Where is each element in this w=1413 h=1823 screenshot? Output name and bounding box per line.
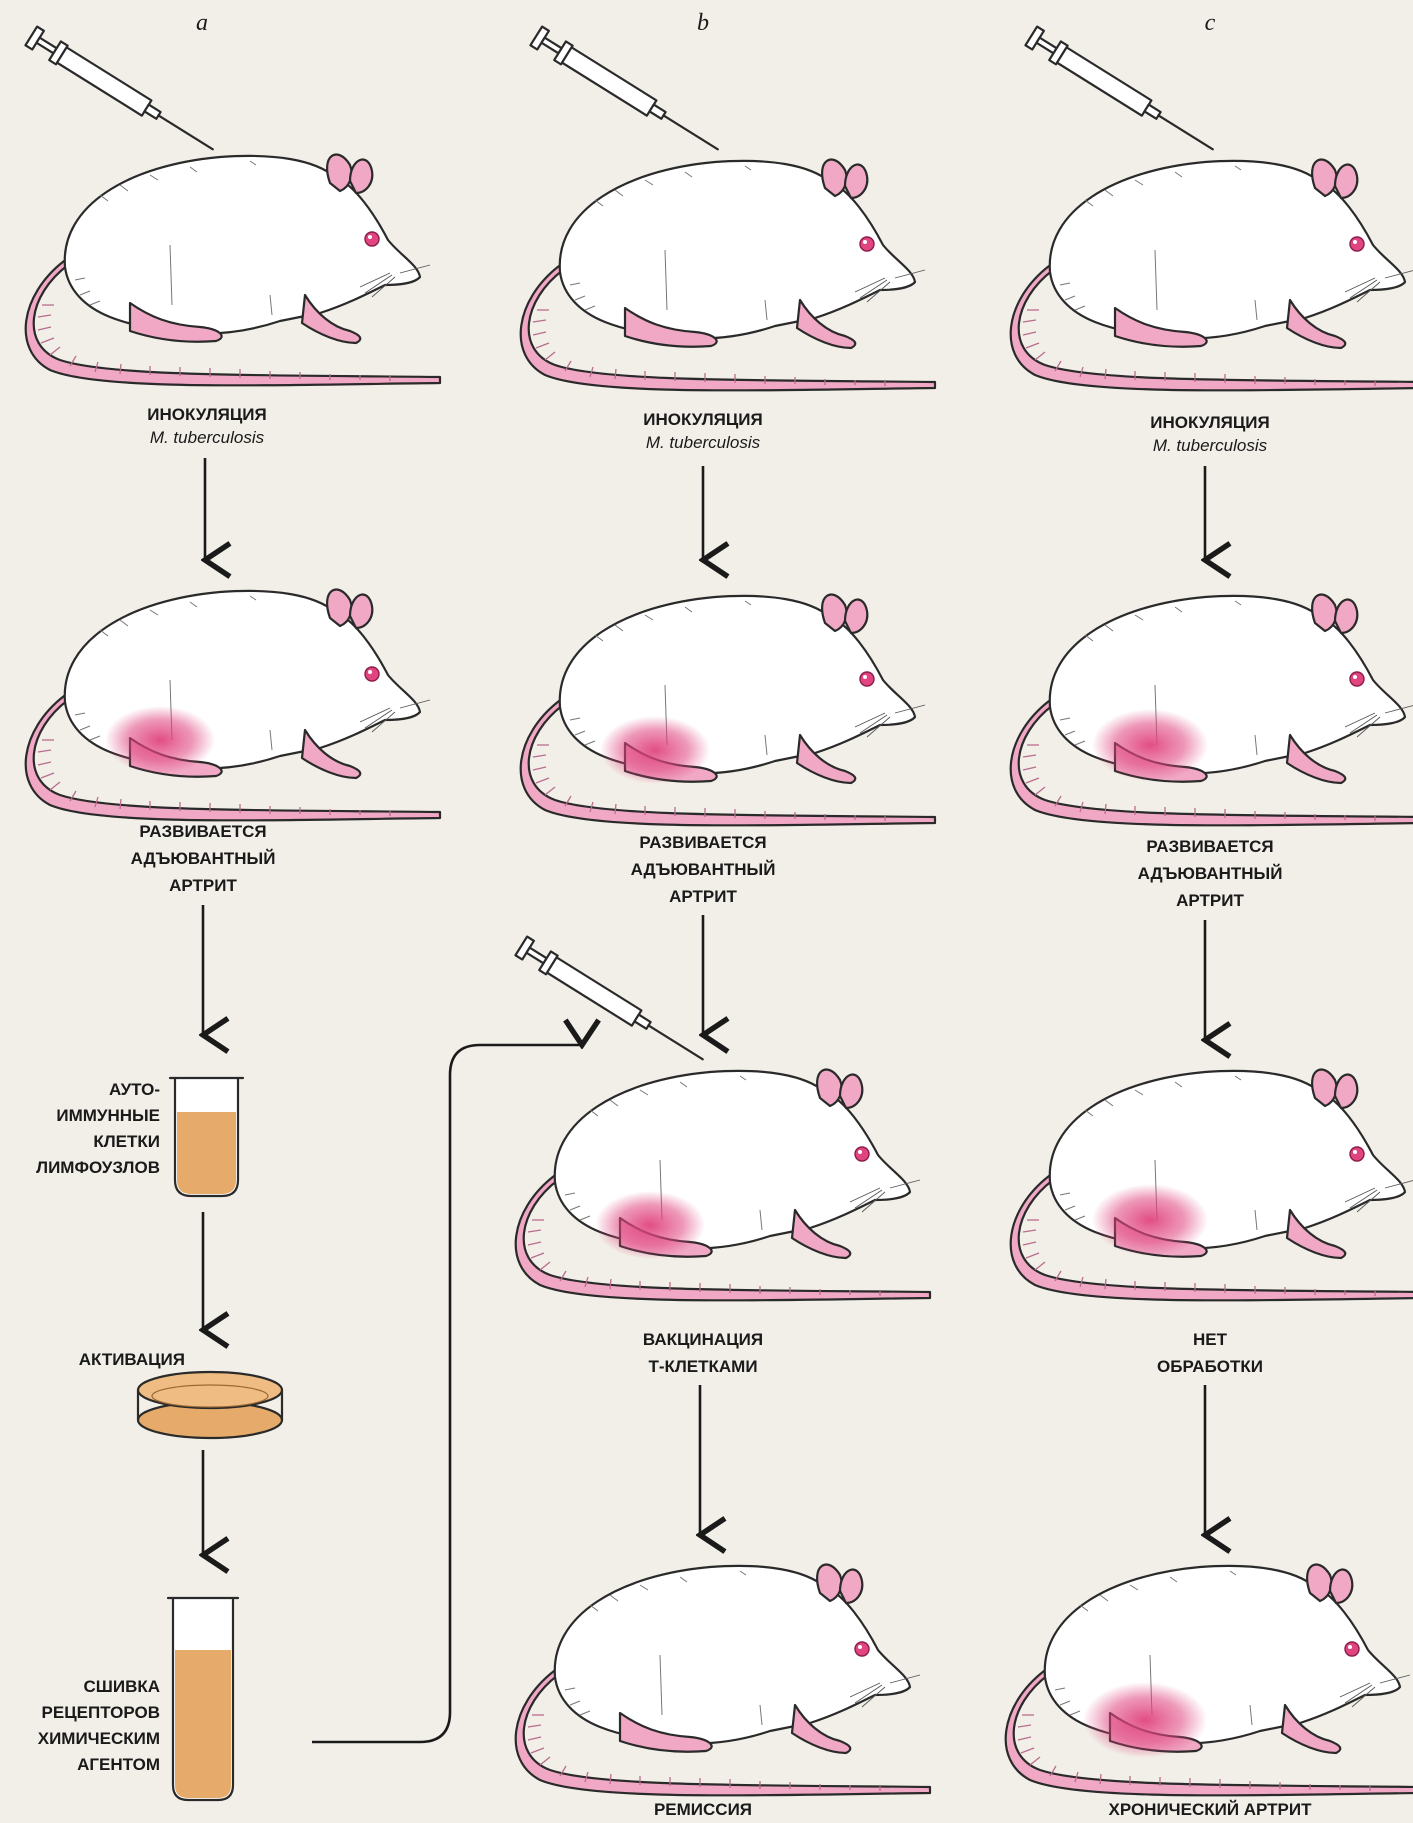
rat-healthy-c xyxy=(1011,160,1413,391)
label-cells-1: АУТО- xyxy=(109,1080,160,1099)
rat-remission-b xyxy=(516,1565,930,1796)
label-species-b: M. tuberculosis xyxy=(646,433,761,452)
label-vaccination-2: Т-КЛЕТКАМИ xyxy=(648,1357,757,1376)
syringe-icon xyxy=(25,27,218,159)
rat-chronic-c xyxy=(1006,1565,1413,1796)
syringe-icon-vaccination xyxy=(515,937,708,1069)
label-arthritis-c-2: АДЪЮВАНТНЫЙ xyxy=(1138,864,1283,883)
label-vaccination-1: ВАКЦИНАЦИЯ xyxy=(643,1330,763,1349)
label-no-treatment-2: ОБРАБОТКИ xyxy=(1157,1357,1263,1376)
label-inoculation-b: ИНОКУЛЯЦИЯ xyxy=(643,410,762,429)
label-remission: РЕМИССИЯ xyxy=(654,1800,752,1819)
syringe-icon-c xyxy=(1025,27,1218,159)
panel-label-a: a xyxy=(196,10,208,36)
label-inoculation-a: ИНОКУЛЯЦИЯ xyxy=(147,405,266,424)
panel-label-b: b xyxy=(697,10,709,36)
rat-healthy-a xyxy=(26,155,440,386)
inflammation-b2 xyxy=(595,1191,705,1259)
label-inoculation-c: ИНОКУЛЯЦИЯ xyxy=(1150,413,1269,432)
petri-dish-icon xyxy=(138,1372,282,1438)
label-arthritis-b-2: АДЪЮВАНТНЫЙ xyxy=(631,860,776,879)
rat-untreated-c xyxy=(1011,1070,1413,1301)
label-arthritis-a-3: АРТРИТ xyxy=(169,876,237,895)
test-tube-icon xyxy=(168,1598,238,1800)
rat-arthritis-b xyxy=(521,595,935,826)
label-arthritis-c-1: РАЗВИВАЕТСЯ xyxy=(1146,837,1273,856)
label-cells-2: ИММУННЫЕ xyxy=(56,1106,160,1125)
panel-label-c: c xyxy=(1205,10,1216,36)
label-species-a: M. tuberculosis xyxy=(150,428,265,447)
label-arthritis-b-3: АРТРИТ xyxy=(669,887,737,906)
syringe-icon-b xyxy=(530,27,723,159)
label-arthritis-a-2: АДЪЮВАНТНЫЙ xyxy=(131,849,276,868)
inflammation-c2 xyxy=(1092,1184,1208,1256)
label-crosslink-4: АГЕНТОМ xyxy=(77,1755,160,1774)
label-cells-4: ЛИМФОУЗЛОВ xyxy=(36,1158,160,1177)
rat-vaccinated-b xyxy=(516,1070,930,1301)
arrow-transfer xyxy=(312,1045,582,1742)
label-no-treatment-1: НЕТ xyxy=(1193,1330,1228,1349)
rat-healthy-b xyxy=(521,160,935,391)
inflammation-a xyxy=(105,706,215,774)
label-chronic: ХРОНИЧЕСКИЙ АРТРИТ xyxy=(1109,1800,1313,1819)
beaker-icon xyxy=(170,1078,243,1196)
label-activation: АКТИВАЦИЯ xyxy=(79,1350,185,1369)
inflammation-c xyxy=(1092,709,1208,781)
inflammation-c3 xyxy=(1083,1682,1207,1758)
label-cells-3: КЛЕТКИ xyxy=(93,1132,160,1151)
inflammation-b xyxy=(600,716,710,784)
rat-arthritis-c xyxy=(1011,595,1413,826)
label-crosslink-3: ХИМИЧЕСКИМ xyxy=(38,1729,160,1748)
label-arthritis-a-1: РАЗВИВАЕТСЯ xyxy=(139,822,266,841)
label-crosslink-2: РЕЦЕПТОРОВ xyxy=(42,1703,160,1722)
label-crosslink-1: СШИВКА xyxy=(83,1677,160,1696)
rat-arthritis-a xyxy=(26,590,440,821)
label-arthritis-b-1: РАЗВИВАЕТСЯ xyxy=(639,833,766,852)
label-species-c: M. tuberculosis xyxy=(1153,436,1268,455)
label-arthritis-c-3: АРТРИТ xyxy=(1176,891,1244,910)
